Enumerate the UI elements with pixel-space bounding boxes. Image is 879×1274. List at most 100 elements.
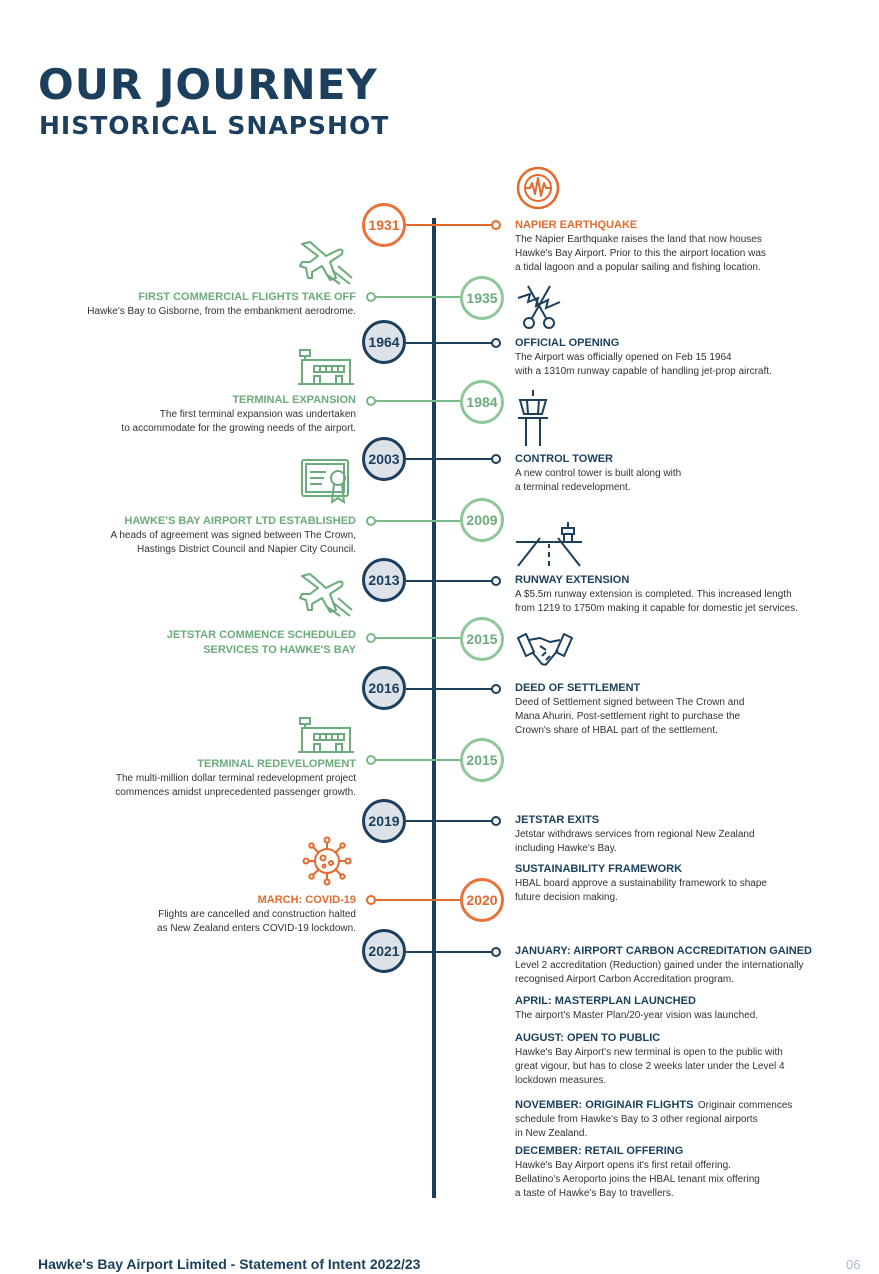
event-originair-flights: NOVEMBER: ORIGINAIR FLIGHTS Originair co… xyxy=(515,1095,835,1141)
event-heading: FIRST COMMERCIAL FLIGHTS TAKE OFF xyxy=(138,291,356,303)
event-text: Deed of Settlement signed between The Cr… xyxy=(515,697,745,708)
event-heading: TERMINAL REDEVELOPMENT xyxy=(197,758,356,770)
connector xyxy=(374,759,460,761)
event-text: HBAL board approve a sustainability fram… xyxy=(515,878,767,889)
event-retail-offering: DECEMBER: RETAIL OFFERING Hawke's Bay Ai… xyxy=(515,1144,835,1201)
connector xyxy=(374,637,460,639)
year-badge-2019: 2019 xyxy=(362,799,406,843)
event-text: a tidal lagoon and a popular sailing and… xyxy=(515,262,761,273)
event-first-commercial-flights: FIRST COMMERCIAL FLIGHTS TAKE OFF Hawke'… xyxy=(36,290,356,319)
connector xyxy=(374,400,460,402)
event-heading: SUSTAINABILITY FRAMEWORK xyxy=(515,863,683,875)
event-text: A heads of agreement was signed between … xyxy=(110,530,356,541)
event-sustainability-framework: SUSTAINABILITY FRAMEWORK HBAL board appr… xyxy=(515,862,835,905)
event-covid-19: MARCH: COVID-19 Flights are cancelled an… xyxy=(36,893,356,936)
connector-dot xyxy=(491,454,501,464)
event-heading: RUNWAY EXTENSION xyxy=(515,574,630,586)
year-badge-2013: 2013 xyxy=(362,558,406,602)
event-text: future decision making. xyxy=(515,892,618,903)
year-badge-2016: 2016 xyxy=(362,666,406,710)
footer-text: Hawke's Bay Airport Limited - Statement … xyxy=(38,1256,421,1272)
event-terminal-redevelopment: TERMINAL REDEVELOPMENT The multi-million… xyxy=(36,757,356,800)
event-jetstar-commence: JETSTAR COMMENCE SCHEDULED SERVICES TO H… xyxy=(36,628,356,658)
event-control-tower: CONTROL TOWER A new control tower is bui… xyxy=(515,452,835,495)
connector xyxy=(406,580,494,582)
runway-icon xyxy=(516,522,582,567)
event-text: The first terminal expansion was underta… xyxy=(159,409,356,420)
connector-dot xyxy=(491,684,501,694)
event-heading: HAWKE'S BAY AIRPORT LTD ESTABLISHED xyxy=(124,515,356,527)
terminal-building-icon xyxy=(298,717,354,753)
event-text: including Hawke's Bay. xyxy=(515,843,617,854)
event-text: Bellatino's Aeroporto joins the HBAL ten… xyxy=(515,1174,760,1185)
event-text: a terminal redevelopment. xyxy=(515,482,631,493)
event-text: recognised Airport Carbon Accreditation … xyxy=(515,974,735,985)
event-text: to accommodate for the growing needs of … xyxy=(121,423,356,434)
event-text: The Airport was officially opened on Feb… xyxy=(515,352,732,363)
year-badge-2015: 2015 xyxy=(460,738,504,782)
year-badge-2009: 2009 xyxy=(460,498,504,542)
event-heading: NOVEMBER: ORIGINAIR FLIGHTS xyxy=(515,1099,694,1111)
connector xyxy=(374,296,460,298)
event-text: lockdown measures. xyxy=(515,1075,607,1086)
event-heading: NAPIER EARTHQUAKE xyxy=(515,219,638,231)
event-heading: MARCH: COVID-19 xyxy=(257,894,356,906)
event-napier-earthquake: NAPIER EARTHQUAKE The Napier Earthquake … xyxy=(515,218,835,275)
terminal-building-icon xyxy=(298,349,354,385)
event-heading: AUGUST: OPEN TO PUBLIC xyxy=(515,1032,661,1044)
airplane-icon xyxy=(299,241,353,285)
event-open-to-public: AUGUST: OPEN TO PUBLIC Hawke's Bay Airpo… xyxy=(515,1031,835,1088)
timeline-spine xyxy=(432,218,436,1198)
connector xyxy=(406,224,494,226)
event-deed-of-settlement: DEED OF SETTLEMENT Deed of Settlement si… xyxy=(515,681,835,738)
event-masterplan-launched: APRIL: MASTERPLAN LAUNCHED The airport's… xyxy=(515,994,835,1023)
page-subtitle: HISTORICAL SNAPSHOT xyxy=(39,111,390,140)
year-badge-1931: 1931 xyxy=(362,203,406,247)
event-text: The multi-million dollar terminal redeve… xyxy=(115,773,356,784)
page-title: OUR JOURNEY xyxy=(38,60,378,109)
year-badge-2003: 2003 xyxy=(362,437,406,481)
event-heading: JETSTAR EXITS xyxy=(515,814,600,826)
year-badge-1935: 1935 xyxy=(460,276,504,320)
event-text: great vigour, but has to close 2 weeks l… xyxy=(515,1061,785,1072)
event-heading: APRIL: MASTERPLAN LAUNCHED xyxy=(515,995,696,1007)
connector xyxy=(374,520,460,522)
event-heading: CONTROL TOWER xyxy=(515,453,613,465)
year-badge-2021: 2021 xyxy=(362,929,406,973)
event-text: with a 1310m runway capable of handling … xyxy=(515,366,772,377)
event-heading: JETSTAR COMMENCE SCHEDULED xyxy=(166,629,356,641)
event-text: Flights are cancelled and construction h… xyxy=(158,909,356,920)
connector xyxy=(374,899,460,901)
airplane-icon xyxy=(299,573,353,617)
event-text: Hawke's Bay Airport's new terminal is op… xyxy=(515,1047,783,1058)
event-terminal-expansion: TERMINAL EXPANSION The first terminal ex… xyxy=(36,393,356,436)
event-runway-extension: RUNWAY EXTENSION A $5.5m runway extensio… xyxy=(515,573,835,616)
event-heading: DEED OF SETTLEMENT xyxy=(515,682,641,694)
event-text: The Napier Earthquake raises the land th… xyxy=(515,234,762,245)
event-text: Mana Ahuriri. Post-settlement right to p… xyxy=(515,711,741,722)
event-text: Originair commences xyxy=(697,1100,793,1111)
earthquake-icon xyxy=(516,166,560,210)
connector-dot xyxy=(491,338,501,348)
connector-dot xyxy=(491,816,501,826)
event-text: schedule from Hawke's Bay to 3 other reg… xyxy=(515,1114,758,1125)
ribbon-cutting-icon xyxy=(517,285,561,329)
event-text: Hawke's Bay Airport opens it's first ret… xyxy=(515,1160,731,1171)
event-official-opening: OFFICIAL OPENING The Airport was officia… xyxy=(515,336,835,379)
event-hbal-established: HAWKE'S BAY AIRPORT LTD ESTABLISHED A he… xyxy=(36,514,356,557)
connector xyxy=(406,342,494,344)
event-jetstar-exits: JETSTAR EXITS Jetstar withdraws services… xyxy=(515,813,835,856)
connector xyxy=(406,688,494,690)
event-text: Hawke's Bay to Gisborne, from the embank… xyxy=(87,306,356,317)
connector xyxy=(406,820,494,822)
connector-dot xyxy=(491,576,501,586)
event-text: a taste of Hawke's Bay to travellers. xyxy=(515,1188,674,1199)
event-text: in New Zealand. xyxy=(515,1128,588,1139)
event-heading: DECEMBER: RETAIL OFFERING xyxy=(515,1145,684,1157)
control-tower-icon xyxy=(518,390,548,446)
page-number: 06 xyxy=(846,1257,861,1272)
year-badge-1984: 1984 xyxy=(460,380,504,424)
year-badge-2015: 2015 xyxy=(460,617,504,661)
connector xyxy=(406,458,494,460)
